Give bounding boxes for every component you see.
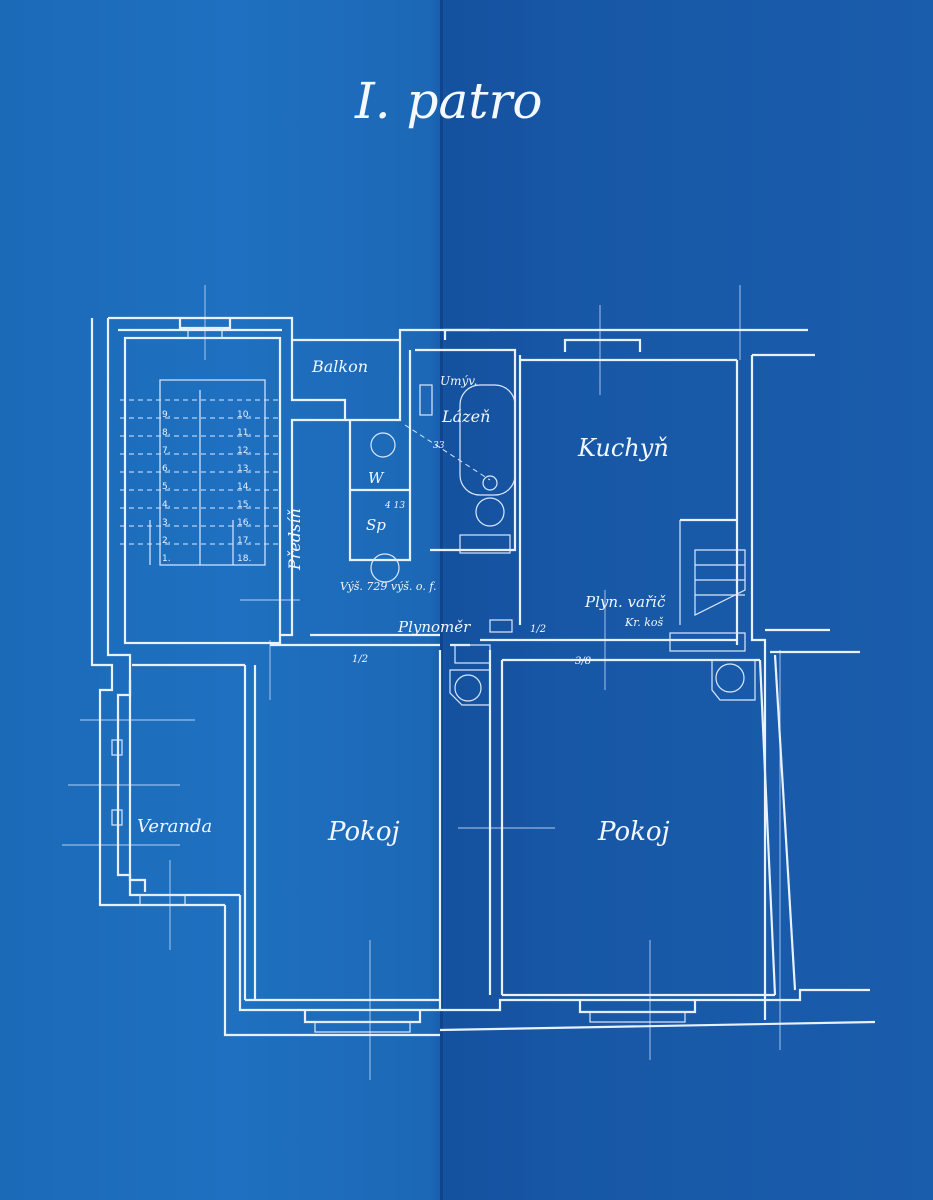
paper-fold-line — [440, 0, 443, 1200]
stair-number: 15. — [237, 500, 251, 510]
chimney-note: Kr. koš — [624, 616, 664, 629]
dimension-note: 1/2 — [530, 624, 546, 635]
stair-number: 6. — [162, 464, 171, 474]
windows — [111, 328, 697, 1033]
stair-number: 14. — [237, 482, 251, 492]
room-label-koupelna-a: Umýv. — [440, 374, 477, 388]
bathroom-fixtures — [370, 384, 516, 583]
stair-number: 16. — [237, 518, 251, 528]
stair-number: 3. — [162, 518, 171, 528]
stair-number: 1. — [162, 554, 171, 564]
fixture-number: 33 — [433, 441, 445, 451]
room-label-koupelna-b: Lázeň — [441, 407, 490, 426]
stair-number: 8. — [162, 428, 171, 438]
room-label-predsin: Předsíň — [285, 508, 304, 571]
fixture-number: 4 13 — [384, 501, 405, 511]
gas-meter-symbol — [489, 619, 513, 633]
dimension-note: 1/2 — [352, 654, 368, 665]
height-note: Výš. 729 výš. o. f. — [340, 580, 437, 593]
guide-lines — [62, 285, 781, 1080]
gas-meter-label: Plynoměr — [397, 618, 471, 636]
stair-number: 10. — [237, 410, 251, 420]
stair-number: 12. — [237, 446, 251, 456]
room-label-wc: W — [368, 469, 385, 487]
stair-number: 7. — [162, 446, 171, 456]
stair-number: 9. — [162, 410, 171, 420]
stair-number: 11. — [237, 428, 251, 438]
stair-number: 2. — [162, 536, 171, 546]
stair-number: 4. — [162, 500, 171, 510]
staircase: 9. 8. 7. 6. 5. 4. 3. 2. 1. 10. 11. 12. 1… — [120, 318, 282, 645]
room-label-spiz: Sp — [366, 516, 386, 534]
dimension-note: 3/8 — [575, 656, 591, 667]
gas-cooker-label: Plyn. vařič — [584, 593, 666, 611]
room-label-pokoj-right: Pokoj — [597, 817, 670, 847]
stair-number: 5. — [162, 482, 171, 492]
interior-walls — [128, 340, 777, 1010]
plan-title: I. patro — [354, 72, 542, 130]
stair-number: 17. — [237, 536, 251, 546]
room-label-balkon: Balkon — [311, 357, 368, 376]
room-label-kuchyn: Kuchyň — [577, 434, 669, 462]
stair-number: 13. — [237, 464, 251, 474]
room-label-veranda: Veranda — [137, 816, 212, 837]
stair-number: 18. — [237, 554, 251, 564]
room-label-pokoj-left: Pokoj — [327, 817, 400, 847]
